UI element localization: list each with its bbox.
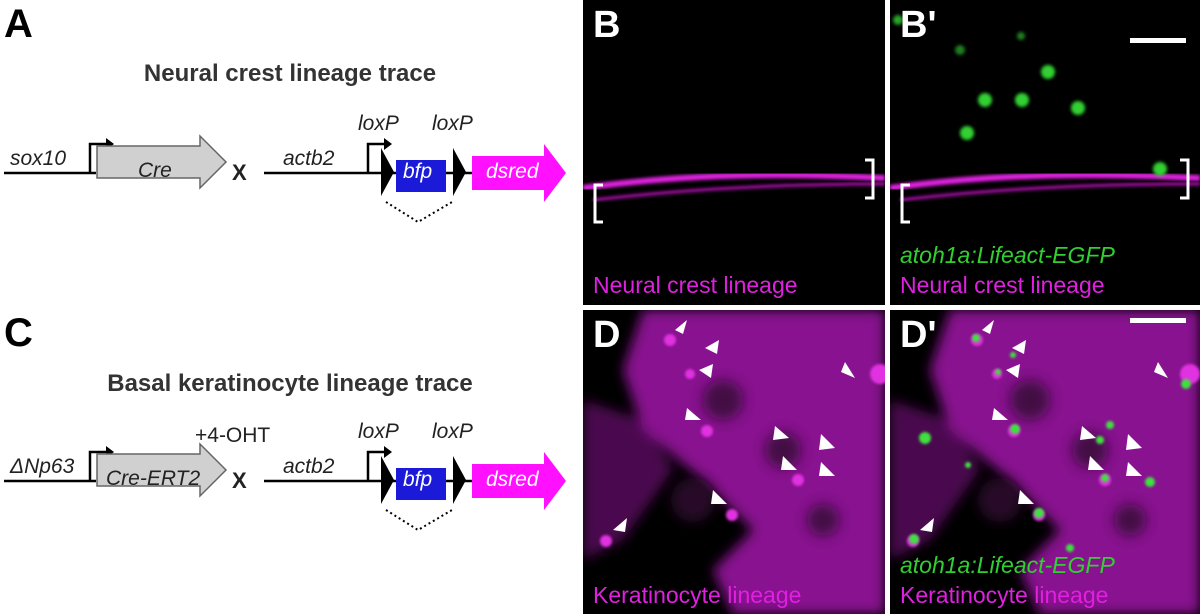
diagram-c-driver-gene: ΔNp63 [10, 455, 75, 478]
diagram-c-construct [4, 442, 566, 532]
diagram-a-cre-label: Cre [138, 159, 172, 182]
promoter-a-arrow [88, 142, 106, 173]
reporter-a-promoter [366, 142, 384, 173]
diagram-c-loxp-left: loxP [358, 420, 399, 443]
micrograph-d-prime: D' atoh1a:Lifeact-EGFP Keratinocyte line… [890, 310, 1200, 614]
micrograph-bp-letter: B' [900, 4, 937, 46]
micrograph-dp-label-magenta: Keratinocyte lineage [900, 582, 1109, 608]
micrograph-dp-image [890, 310, 1200, 614]
micrograph-b-label: Neural crest lineage [593, 272, 798, 298]
micrograph-b-letter: B [593, 4, 621, 46]
micrograph-dp-letter: D' [900, 314, 937, 356]
dsred-c-cassette [472, 452, 566, 510]
diagram-c-title: Basal keratinocyte lineage trace [107, 370, 473, 397]
diagram-c-loxp-right: loxP [432, 420, 473, 443]
panel-letter-c: C [4, 311, 33, 355]
scale-bar [1130, 38, 1186, 43]
diagram-a-driver-gene: sox10 [10, 147, 67, 170]
loxp-c-left-triangle [381, 456, 394, 504]
micrograph-d-image [583, 310, 885, 614]
cre-a-cassette [96, 134, 228, 190]
arrowheads [920, 320, 1168, 532]
loxp-a-right-triangle [453, 148, 466, 196]
scale-bar [1130, 318, 1186, 323]
cre-ert2-c-cassette [96, 442, 228, 498]
diagram-a-bfp-label: bfp [403, 160, 433, 183]
neural-crest-fiber [583, 172, 885, 191]
bracket-left [900, 183, 910, 224]
diagram-c-treatment: +4-OHT [195, 424, 271, 447]
micrograph-b-prime: B' atoh1a:Lifeact-EGFP Neural crest line… [890, 0, 1200, 305]
diagram-a-construct [4, 134, 566, 224]
bracket-right [865, 158, 875, 200]
diagram-a-cross: X [232, 160, 247, 185]
micrograph-dp-label-green: atoh1a:Lifeact-EGFP [900, 552, 1115, 578]
neural-crest-fiber [890, 172, 1200, 191]
bfp-c-box [396, 468, 446, 500]
neural-crest-fiber-2 [899, 182, 1200, 202]
micrograph-b: B Neural crest lineage [583, 0, 885, 305]
diagram-a-dsred-label: dsred [486, 160, 539, 183]
diagram-c-dsred-label: dsred [486, 468, 539, 491]
hair-cell-puncta [909, 334, 1191, 552]
bracket-right [1180, 158, 1190, 200]
diagram-c-cre-label: Cre-ERT2 [106, 467, 201, 490]
diagram-c-bfp-label: bfp [403, 468, 433, 491]
diagram-c-cross: X [232, 468, 247, 493]
micrograph-bp-label-magenta: Neural crest lineage [900, 272, 1105, 298]
promoter-c-arrow [88, 450, 106, 481]
arrowheads [613, 320, 855, 532]
hair-cells [893, 15, 1167, 176]
loxp-a-left-triangle [381, 148, 394, 196]
diagram-a-loxp-left: loxP [358, 112, 399, 135]
micrograph-d: D Keratinocyte lineage [583, 310, 885, 614]
reporter-c-arrowhead [384, 446, 392, 458]
reporter-c-promoter [366, 450, 384, 481]
micrograph-bp-image [890, 15, 1200, 224]
neural-crest-fiber-2 [592, 182, 885, 202]
diagram-a-title: Neural crest lineage trace [143, 60, 437, 87]
excision-c-line [385, 509, 453, 532]
micrograph-d-label: Keratinocyte lineage [593, 582, 802, 608]
panel-letter-a: A [4, 2, 33, 46]
keratinocyte-tissue [890, 310, 1200, 614]
reporter-a-arrowhead [384, 138, 392, 150]
bfp-a-box [396, 160, 446, 192]
diagram-a-loxp-right: loxP [432, 112, 473, 135]
dark-gaps [671, 380, 839, 536]
diagram-a-reporter-gene: actb2 [283, 147, 335, 170]
bracket-left [593, 183, 603, 224]
diagram-c-reporter-gene: actb2 [283, 455, 335, 478]
excision-a-line [385, 201, 453, 224]
micrograph-bp-label-green: atoh1a:Lifeact-EGFP [900, 242, 1115, 268]
dsred-a-cassette [472, 144, 566, 202]
keratinocyte-tissue [583, 310, 885, 614]
labeled-cells [600, 334, 885, 547]
micrograph-d-letter: D [593, 314, 621, 356]
loxp-c-right-triangle [453, 456, 466, 504]
micrograph-b-image [583, 158, 885, 224]
